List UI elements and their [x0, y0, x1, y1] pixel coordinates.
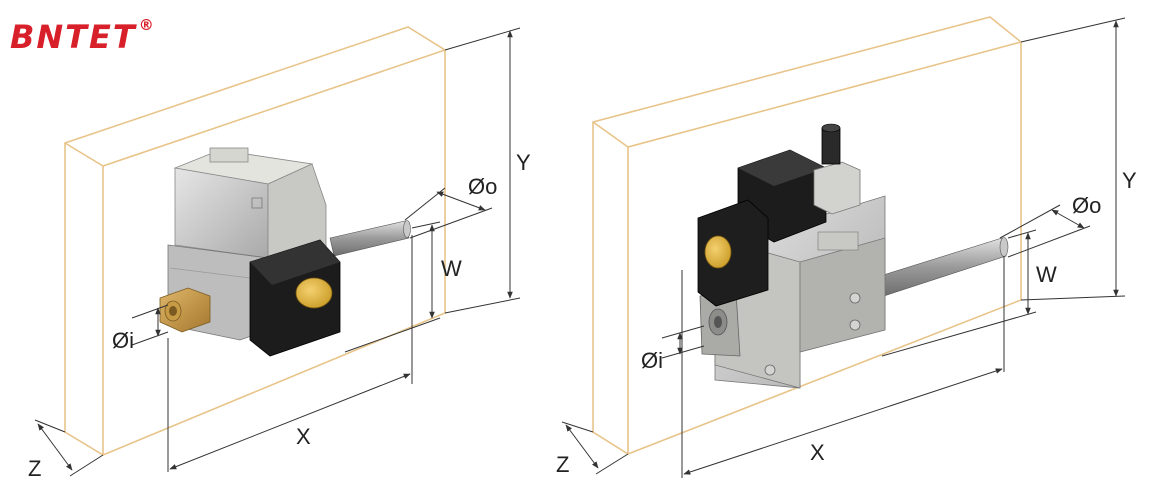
right-w-label: W — [1036, 262, 1057, 287]
brand-name: BNTET — [10, 18, 137, 56]
right-inlet-label: Øi — [641, 348, 663, 373]
right-x-dimension — [681, 256, 1005, 478]
left-y-label: Y — [516, 150, 531, 175]
right-outlet-dimension — [999, 204, 1091, 258]
left-inlet-label: Øi — [112, 328, 134, 353]
right-outlet-pipe — [879, 237, 1009, 297]
left-w-label: W — [441, 256, 462, 281]
right-y-dimension — [1020, 17, 1126, 301]
left-z-dimension — [34, 419, 104, 477]
right-x-label: X — [810, 440, 825, 465]
left-inlet-dimension — [131, 304, 169, 346]
right-inlet-dimension — [661, 325, 705, 359]
right-z-dimension — [561, 421, 629, 475]
left-unit: Y Øo W — [28, 26, 531, 481]
left-w-dimension — [344, 221, 441, 353]
left-outlet-pipe — [329, 220, 411, 257]
right-unit: Y Øo W — [556, 16, 1137, 478]
left-x-dimension — [167, 235, 413, 472]
right-z-label: Z — [556, 452, 569, 477]
left-x-label: X — [296, 424, 311, 449]
brand-logo: BNTET® — [10, 16, 156, 56]
left-valve-body — [159, 147, 341, 357]
left-outlet-label: Øo — [468, 174, 497, 199]
right-w-dimension — [881, 229, 1037, 357]
left-z-label: Z — [28, 456, 41, 481]
right-outlet-label: Øo — [1072, 193, 1101, 218]
right-valve-body — [697, 123, 886, 389]
left-y-dimension — [444, 27, 521, 314]
registered-mark: ® — [138, 16, 156, 35]
right-y-label: Y — [1122, 168, 1137, 193]
left-outlet-dimension — [404, 187, 493, 239]
